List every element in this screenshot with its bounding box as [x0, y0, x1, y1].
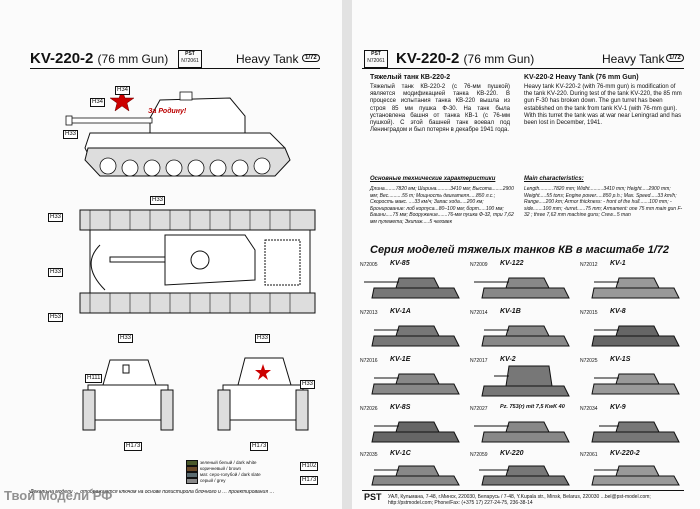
tank-silhouette-icon	[364, 277, 460, 299]
en-description-title: KV-220-2 Heavy Tank (76 mm Gun)	[524, 74, 639, 81]
tank-silhouette-icon	[474, 421, 570, 443]
callout-h33-e: H33	[255, 334, 271, 343]
ru-description-title: Тяжелый танк КВ-220-2	[370, 74, 451, 81]
page-gutter	[342, 0, 352, 509]
footer-brand: PST	[364, 492, 382, 502]
tank-silhouette-icon	[591, 465, 680, 486]
tank-silhouette-icon	[481, 365, 570, 397]
ru-spec-heading: Основные технические характеристики	[370, 176, 496, 182]
en-spec-text: Length..........7820 mm; Widht..........…	[524, 186, 683, 219]
callout-h33-d: H33	[118, 334, 134, 343]
legend-code-h102: H102	[300, 462, 319, 471]
tank-front-rear-views	[82, 357, 309, 431]
callout-h33-a: H33	[63, 130, 79, 139]
tank-silhouette-icon	[371, 325, 460, 347]
right-header-rule	[362, 68, 684, 69]
series-title: Серия моделей тяжелых танков КВ в масшта…	[370, 244, 669, 256]
legend-code-h173: H173	[300, 476, 319, 485]
right-scale-badge: 1/72	[666, 54, 684, 62]
tank-top-view	[79, 209, 316, 314]
callout-h53-b: H53	[48, 313, 64, 322]
tank-silhouette-icon	[591, 325, 680, 347]
watermark: Твой Модели РФ	[4, 488, 113, 503]
callout-h53-a: H33	[48, 213, 64, 222]
tank-silhouette-icon	[591, 421, 680, 443]
paint-legend: зеленый белый / dark white коричневый / …	[186, 460, 261, 484]
left-header-rule	[30, 68, 320, 69]
tank-side-view	[65, 89, 291, 177]
tank-silhouette-icon	[371, 465, 460, 486]
callout-h173-a: H173	[124, 442, 143, 451]
tank-silhouette-icon	[474, 277, 570, 299]
callout-h33-c: H33	[48, 268, 64, 277]
tank-silhouette-icon	[481, 325, 570, 347]
callout-h33-f: H33	[300, 380, 316, 389]
callout-h34-b: H34	[115, 86, 131, 95]
callout-h111: H111	[85, 374, 103, 383]
tank-silhouette-icon	[479, 465, 570, 486]
tank-silhouette-icon	[591, 277, 680, 299]
en-spec-heading: Main characteristics:	[524, 176, 584, 182]
left-page-title: KV-220-2 (76 mm Gun)	[30, 50, 169, 67]
callout-h34-a: H34	[90, 98, 106, 107]
ru-description-text: Тяжелый танк КВ-220-2 (с 76-мм пушкой) я…	[370, 84, 510, 134]
tank-silhouette-icon	[371, 373, 460, 395]
right-tank-type: Heavy Tank	[602, 52, 665, 66]
en-description-text: Heavy tank KV-220-2 (with 76-mm gun) is …	[524, 84, 682, 127]
right-page-title: KV-220-2 (76 mm Gun)	[396, 50, 535, 67]
turret-slogan: За Родину!	[148, 108, 187, 115]
callout-h33-b: H33	[150, 196, 166, 205]
ru-spec-text: Длина........7820 мм; Ширина..........34…	[370, 186, 514, 225]
left-footer-text: Декали на модели … отображаются ключом н…	[30, 489, 275, 495]
left-scale-badge: 1/72	[302, 54, 320, 62]
left-tank-type: Heavy Tank	[236, 52, 299, 66]
footer-address: УАЛ, Кульмана, 7-48, г.Минск, 220030, Бе…	[388, 494, 651, 506]
tank-silhouette-icon	[591, 373, 680, 395]
callout-h173-b: H173	[250, 442, 269, 451]
tank-silhouette-icon	[371, 421, 460, 443]
right-footer-rule	[362, 490, 684, 491]
